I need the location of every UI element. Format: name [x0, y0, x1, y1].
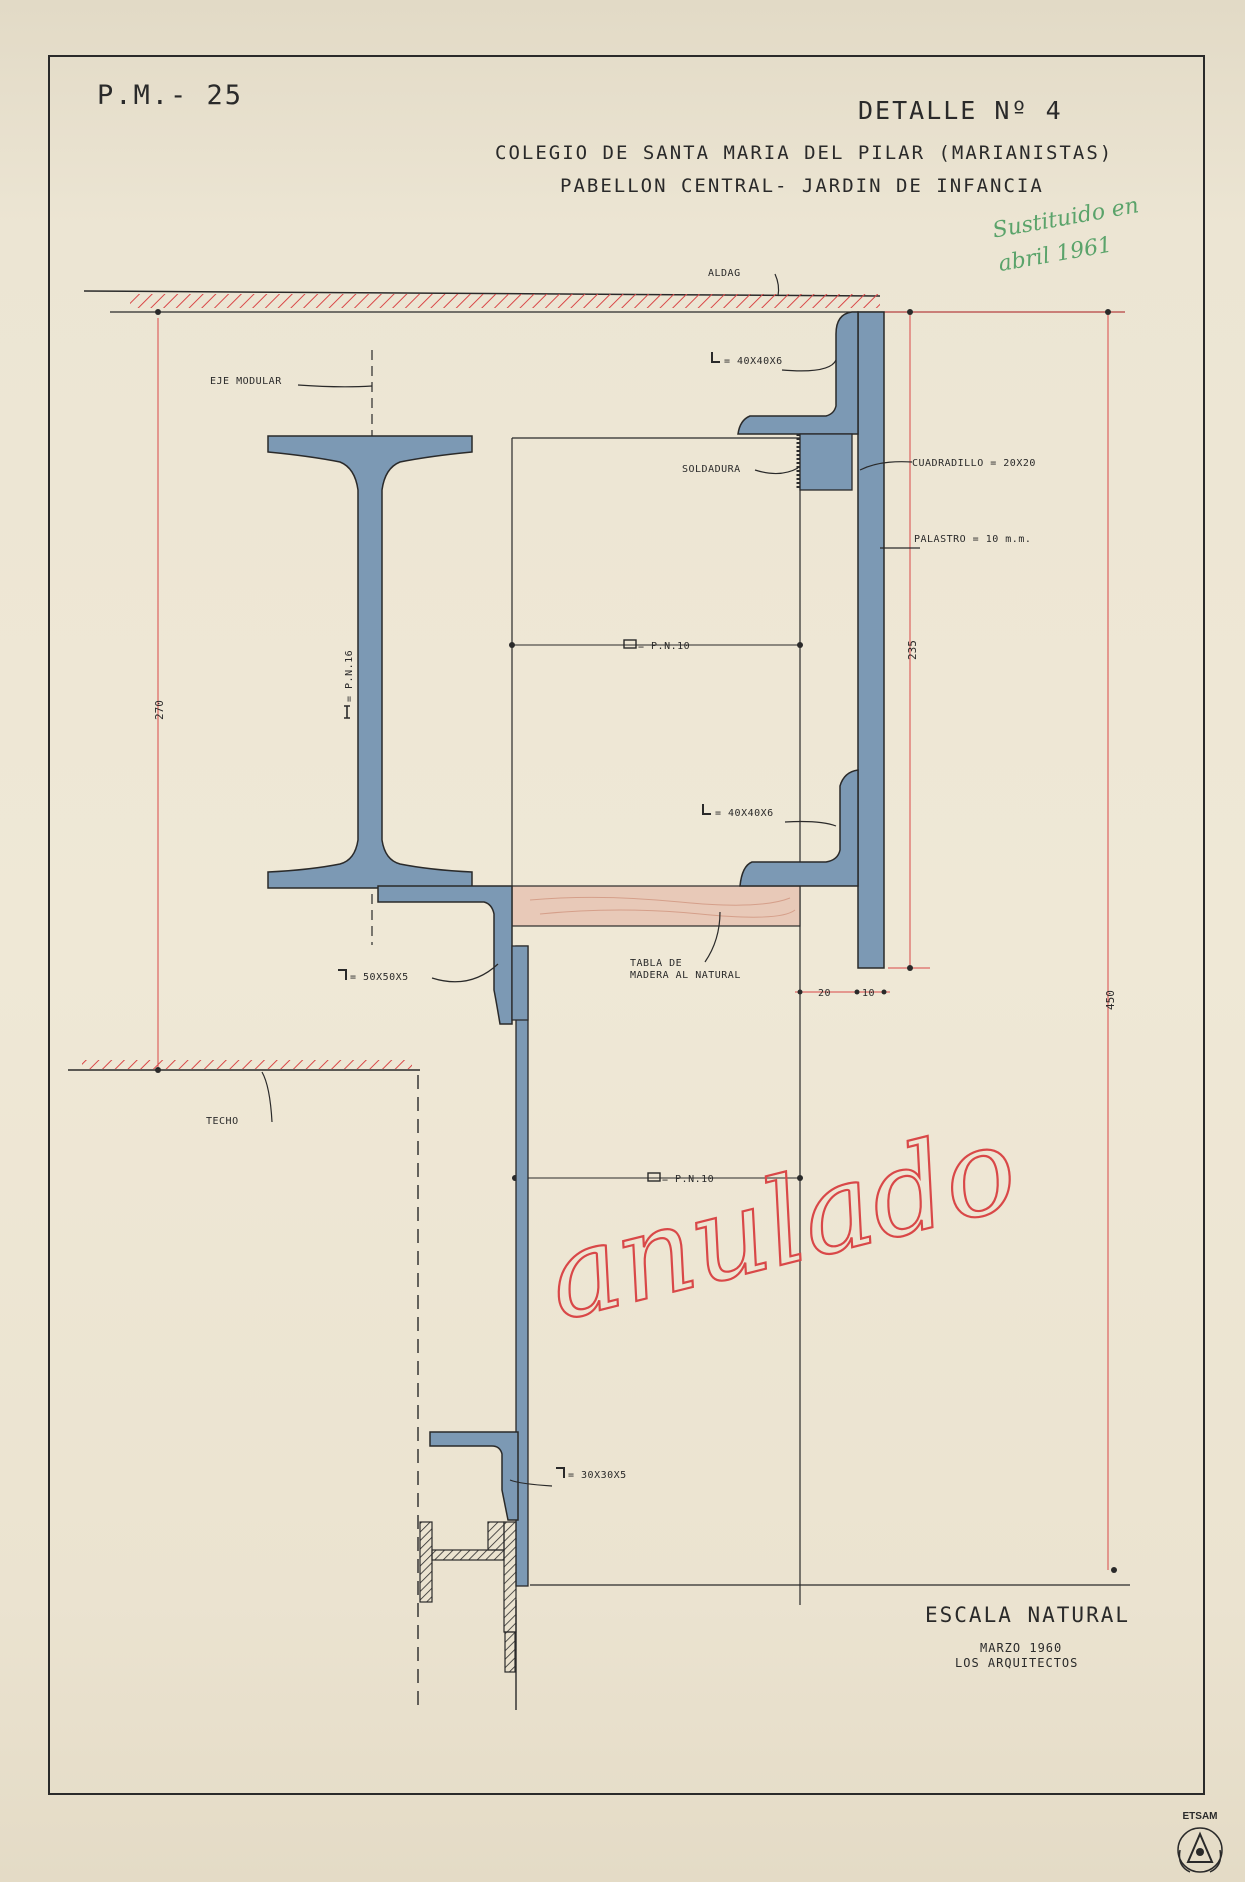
channel-outline	[509, 437, 1130, 1605]
channel-lower-callout: = P.N.10	[647, 1172, 714, 1185]
dim-450-label: 450	[1104, 990, 1117, 1010]
angle-bottom-label: = 40X40X6	[715, 808, 774, 819]
authors-label: LOS ARQUITECTOS	[955, 1656, 1079, 1670]
palastro-label: PALASTRO = 10 m.m.	[914, 534, 1031, 545]
angle-bottom-40x40x6	[739, 769, 859, 887]
tabla-label: TABLA DE	[630, 958, 682, 969]
angle-top-40x40x6	[737, 311, 859, 435]
ipn-callout: = P.N.16	[344, 650, 355, 719]
angle-50-callout: = 50X50X5	[338, 969, 409, 983]
angle-30-callout: = 30X30X5	[556, 1467, 627, 1481]
angle-50x50x5	[377, 885, 513, 1025]
bottom-steel-section	[419, 1521, 517, 1673]
channel-upper-callout: = P.N.10	[623, 639, 690, 652]
etsam-stamp: ETSAM	[1177, 1811, 1223, 1873]
dim-270-label: 270	[153, 700, 166, 720]
techo-label: TECHO	[206, 1116, 239, 1127]
palastro-plate	[857, 311, 885, 969]
angle-bottom-callout: = 40X40X6	[702, 804, 774, 819]
date-label: MARZO 1960	[980, 1641, 1063, 1655]
dim-235-label: 235	[906, 640, 919, 660]
drawing-frame	[48, 55, 1205, 1795]
project-title: COLEGIO DE SANTA MARIA DEL PILAR (MARIAN…	[495, 142, 1114, 164]
cuadradillo-20x20	[799, 433, 853, 491]
stamp-text: ETSAM	[1183, 1811, 1218, 1822]
angle-top-callout: = 40X40X6	[711, 352, 783, 367]
techo-ceiling	[68, 1060, 420, 1071]
project-subtitle: PABELLON CENTRAL- JARDIN DE INFANCIA	[560, 175, 1044, 197]
wood-board	[511, 885, 801, 927]
aldag-label: ALDAG	[708, 268, 741, 279]
ipn-label: = P.N.16	[344, 650, 355, 702]
angle-30x30x5	[429, 1431, 519, 1521]
dim-10-label: 10	[862, 988, 875, 999]
dimension-270: 270	[153, 309, 166, 1073]
angle-top-label: = 40X40X6	[724, 356, 783, 367]
eje-modular-label: EJE MODULAR	[210, 376, 282, 387]
madera-label: MADERA AL NATURAL	[630, 970, 741, 981]
i-beam-pn16	[267, 435, 473, 889]
leader-lines	[261, 273, 921, 1487]
scale-label: ESCALA NATURAL	[925, 1603, 1131, 1627]
channel-upper-label: = P.N.10	[638, 641, 690, 652]
angle-30-label: = 30X30X5	[568, 1470, 627, 1481]
dimension-450: 450	[1104, 309, 1117, 1573]
dimension-235: 235	[888, 309, 930, 971]
angle-50-label: = 50X50X5	[350, 972, 409, 983]
aldag-slab	[83, 290, 1125, 313]
dimension-20-10: 20 10	[795, 988, 890, 999]
cuadradillo-label: CUADRADILLO = 20X20	[912, 458, 1036, 469]
handwritten-red-annulment: anulado	[533, 1098, 1029, 1347]
channel-lower-label: = P.N.10	[662, 1174, 714, 1185]
detail-number: DETALLE Nº 4	[858, 96, 1063, 125]
dim-20-label: 20	[818, 988, 831, 999]
soldadura-label: SOLDADURA	[682, 464, 741, 475]
sheet-id: P.M.- 25	[97, 80, 244, 111]
